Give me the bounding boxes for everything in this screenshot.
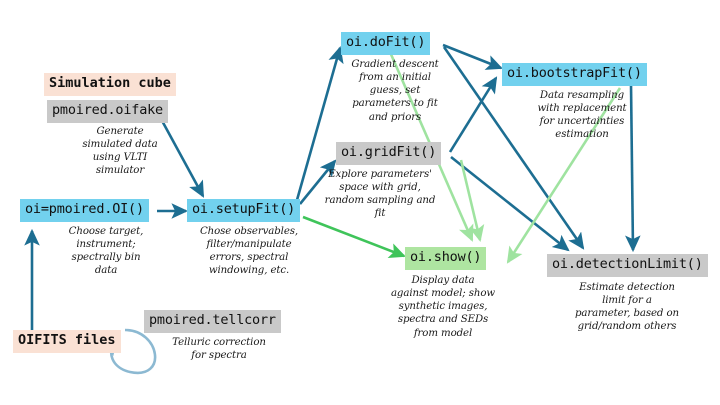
node-desc-bootstrap-fit: Data resampling with replacement for unc… [537, 89, 627, 141]
node-desc-grid-fit: Explore parameters' space with grid, ran… [324, 168, 436, 220]
node-do-fit[interactable]: oi.doFit() Gradient descent from an init… [341, 31, 459, 124]
node-desc-detection-limit: Estimate detection limit for a parameter… [575, 281, 679, 333]
node-desc-oifake: Generate simulated data using VLTI simul… [82, 125, 158, 177]
node-desc-show: Display data against model; show synthet… [390, 274, 496, 339]
node-label-setup-fit[interactable]: oi.setupFit() [187, 199, 301, 222]
node-oifake[interactable]: pmoired.oifake Generate simulated data u… [47, 99, 193, 178]
node-desc-tellcorr: Telluric correction for spectra [172, 336, 266, 361]
node-tellcorr[interactable]: pmoired.tellcorr Telluric correction for… [144, 309, 294, 362]
node-desc-do-fit: Gradient descent from an initial guess, … [351, 58, 439, 123]
edge-gridfit-to-show [459, 159, 485, 243]
node-label-oifits-files: OIFITS files [13, 330, 121, 353]
node-bootstrap-fit[interactable]: oi.bootstrapFit() Data resampling with r… [502, 62, 658, 142]
node-label-oi-object[interactable]: oi=pmoired.OI() [20, 199, 149, 222]
edge-gridfit-to-detectionlimit [450, 155, 570, 252]
node-oi-object[interactable]: oi=pmoired.OI() Choose target, instrumen… [20, 198, 176, 278]
node-label-detection-limit[interactable]: oi.detectionLimit() [547, 254, 708, 277]
node-show[interactable]: oi.show() Display data against model; sh… [391, 246, 519, 340]
node-desc-oi-object: Choose target, instrument; spectrally bi… [68, 225, 144, 277]
node-label-bootstrap-fit[interactable]: oi.bootstrapFit() [502, 63, 647, 86]
node-desc-setup-fit: Chose observables, filter/manipulate err… [199, 225, 299, 277]
node-label-simulation-cube: Simulation cube [44, 73, 176, 96]
node-label-do-fit[interactable]: oi.doFit() [341, 32, 431, 55]
node-detection-limit[interactable]: oi.detectionLimit() Estimate detection l… [547, 253, 708, 334]
node-grid-fit[interactable]: oi.gridFit() Explore parameters' space w… [325, 141, 453, 221]
node-label-show[interactable]: oi.show() [405, 247, 487, 270]
node-oifits-files: OIFITS files [13, 329, 121, 353]
node-label-tellcorr[interactable]: pmoired.tellcorr [144, 310, 281, 333]
node-simulation-cube: Simulation cube [44, 72, 176, 96]
node-setup-fit[interactable]: oi.setupFit() Chose observables, filter/… [187, 198, 313, 278]
edge-setupfit-to-show [302, 215, 406, 259]
node-label-grid-fit[interactable]: oi.gridFit() [336, 142, 442, 165]
node-label-oifake[interactable]: pmoired.oifake [47, 100, 168, 123]
